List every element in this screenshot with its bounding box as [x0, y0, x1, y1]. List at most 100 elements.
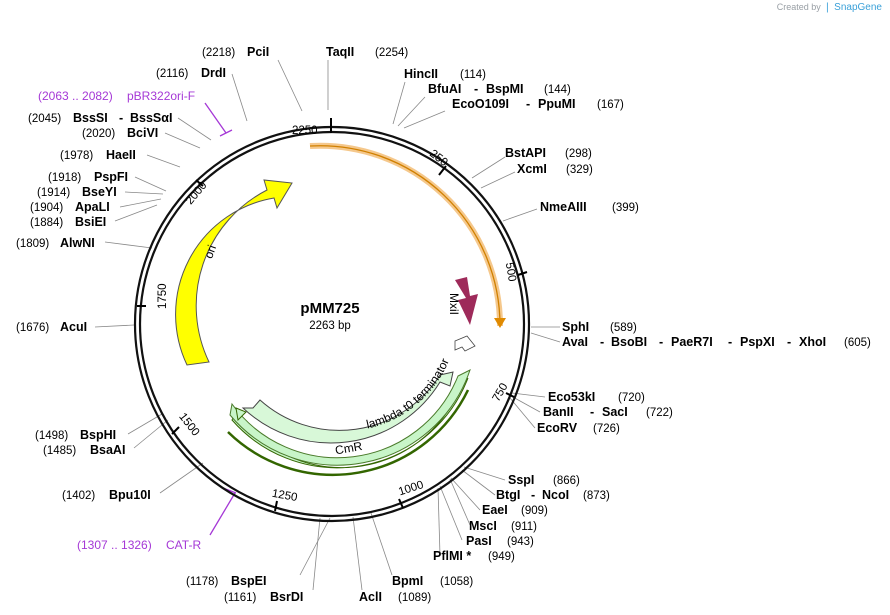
enzyme-hincii: HincII: [404, 67, 438, 81]
mxi-label: MxiI: [447, 293, 461, 315]
enzyme-pos-bcivi: (2020): [82, 128, 115, 140]
enzyme-pos-bpmi: (1058): [440, 576, 473, 588]
lambda-terminator-arrow: [241, 371, 454, 444]
enzyme-pos-avai: (605): [844, 337, 871, 349]
enzyme-pos-bsrdi: (1161): [224, 592, 257, 604]
snapgene-credit: Created by ❘ SnapGene: [777, 2, 882, 13]
enzyme-pos-bsssi: (2045): [28, 113, 61, 125]
enzyme-ppumi: PpuMI: [538, 97, 576, 111]
primer-range-pbr322ori-f: (2063 .. 2082): [38, 89, 113, 103]
enzyme-pos-acui: (1676): [16, 322, 49, 334]
enzyme-bpu10i: Bpu10I: [109, 488, 151, 502]
enzyme-pspfi: PspFI: [94, 170, 128, 184]
svg-text:-: -: [474, 82, 478, 96]
enzyme-pos-ecorv: (726): [593, 423, 620, 435]
enzyme-avai: AvaI: [562, 335, 588, 349]
enzyme-bsssai: BssSαI: [130, 111, 172, 125]
enzyme-pos-drdi: (2116): [156, 68, 189, 80]
enzyme-banii: BanII: [543, 405, 574, 419]
orange-feature-line: [309, 145, 501, 327]
enzyme-haeii: HaeII: [106, 148, 136, 162]
enzyme-apali: ApaLI: [75, 200, 110, 214]
primer-range-cat-r: (1307 .. 1326): [77, 538, 152, 552]
enzyme-bsphi: BspHI: [80, 428, 116, 442]
enzyme-pos-pasi: (943): [507, 536, 534, 548]
enzyme-pos-eaei: (909): [521, 505, 548, 517]
plasmid-name: pMM725: [300, 300, 359, 317]
enzyme-pos-banii: (722): [646, 407, 673, 419]
enzyme-pos-bseyi: (1914): [37, 187, 70, 199]
enzyme-pos-xcmi: (329): [566, 164, 593, 176]
tick-label-1000: 1000: [397, 479, 425, 498]
enzyme-pspxi: PspXI: [740, 335, 775, 349]
credit-brand: SnapGene: [834, 2, 882, 13]
enzyme-pos-bsphi: (1498): [35, 430, 68, 442]
small-open-arrow-icon: [454, 335, 476, 352]
enzyme-pos-apali: (1904): [30, 202, 63, 214]
enzyme-pos-acli: (1089): [398, 592, 431, 604]
leader-lines: [94, 59, 561, 591]
orange-feature-arrowhead: [494, 318, 506, 328]
enzyme-eco53ki: Eco53kI: [548, 390, 595, 404]
svg-text:-: -: [526, 97, 530, 111]
enzyme-sspi: SspI: [508, 473, 534, 487]
enzyme-pos-sspi: (866): [553, 475, 580, 487]
enzyme-bspei: BspEI: [231, 574, 266, 588]
enzyme-pos-btgi: (873): [583, 490, 610, 502]
enzyme-bfuai: BfuAI: [428, 82, 461, 96]
enzyme-pos-haeii: (1978): [60, 150, 93, 162]
tick-label-2250: 2250: [292, 125, 318, 137]
primer-cat-r: CAT-R: [166, 538, 201, 552]
enzyme-pos-bsiei: (1884): [30, 217, 63, 229]
enzyme-pos-pspfi: (1918): [48, 172, 81, 184]
primer-pbr322ori-f: pBR322ori-F: [127, 89, 195, 103]
svg-text:-: -: [590, 405, 594, 419]
enzyme-sphi: SphI: [562, 320, 589, 334]
credit-prefix: Created by: [776, 2, 821, 12]
scale-ticks: [137, 118, 528, 512]
mxi-feature-arrow: [455, 277, 478, 325]
enzyme-pcii: PciI: [247, 45, 269, 59]
enzyme-nmeaiii: NmeAIII: [540, 200, 587, 214]
svg-text:-: -: [787, 335, 791, 349]
tick-label-1500: 1500: [176, 411, 201, 439]
enzyme-pasi: PasI: [466, 534, 492, 548]
cmr-label: CmR: [334, 439, 364, 458]
enzyme-btgi: BtgI: [496, 488, 520, 502]
enzyme-pos-bspei: (1178): [186, 576, 219, 588]
tick-label-250: 250: [427, 148, 450, 169]
cmr-arrow-body: [229, 369, 471, 466]
enzyme-pos-alwni: (1809): [16, 238, 49, 250]
enzyme-pos-bstapi: (298): [565, 148, 592, 160]
cmr-arrow-head: [235, 407, 247, 422]
enzyme-bstapi: BstAPI: [505, 146, 546, 160]
tick-label-1750: 1750: [157, 283, 169, 309]
enzyme-pos-eco53ki: (720): [618, 392, 645, 404]
enzyme-pos-pflmi: (949): [488, 551, 515, 563]
enzyme-xcmi: XcmI: [517, 162, 547, 176]
enzyme-eaei: EaeI: [482, 503, 508, 517]
svg-text:-: -: [119, 111, 123, 125]
enzyme-pos-nmeaiii: (399): [612, 202, 639, 214]
enzyme-acui: AcuI: [60, 320, 87, 334]
enzyme-pos-bpu10i: (1402): [62, 490, 95, 502]
enzyme-bcivi: BciVI: [127, 126, 158, 140]
enzyme-pos-bfuai: (144): [544, 84, 571, 96]
enzyme-pos-bsaai: (1485): [43, 445, 76, 457]
enzyme-bsaai: BsaAI: [90, 443, 125, 457]
enzyme-ecoo109i: EcoO109I: [452, 97, 509, 111]
ori-feature-arrow: [175, 179, 293, 366]
enzyme-pos-sphi: (589): [610, 322, 637, 334]
snapgene-logo-icon: ❘: [823, 2, 832, 13]
enzyme-pflmi: PflMI *: [433, 549, 471, 563]
enzyme-paer7i: PaeR7I: [671, 335, 713, 349]
svg-text:-: -: [531, 488, 535, 502]
enzyme-saci: SacI: [602, 405, 628, 419]
enzyme-ncoi: NcoI: [542, 488, 569, 502]
enzyme-pos-taqii: (2254): [375, 47, 408, 59]
enzyme-bsssi: BssSI: [73, 111, 108, 125]
enzyme-msci: MscI: [469, 519, 497, 533]
tick-label-500: 500: [503, 262, 518, 283]
enzyme-pos-hincii: (114): [460, 69, 486, 81]
